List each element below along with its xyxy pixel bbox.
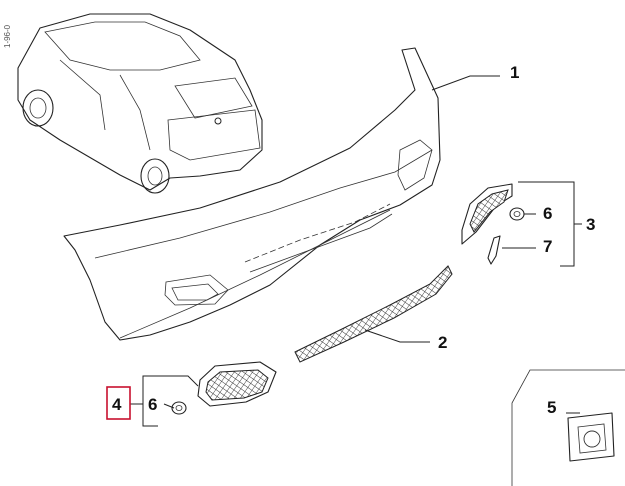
callout-5[interactable]: 5 [547,398,556,417]
retainer-inset-box [511,369,625,486]
clip-part-7[interactable] [487,235,501,265]
callout-7[interactable]: 7 [543,237,552,256]
clip-part-6-upper[interactable] [509,207,525,221]
car-overview-illustration [17,13,263,194]
right-trim-grille[interactable] [461,183,513,245]
callout-2[interactable]: 2 [438,333,447,352]
callout-6-upper[interactable]: 6 [543,204,552,223]
callout-6-lower[interactable]: 6 [148,395,157,414]
callout-1[interactable]: 1 [510,63,519,82]
leader-lines [130,75,582,427]
clip-part-6-lower[interactable] [171,401,187,415]
retainer-part-5[interactable] [567,412,615,462]
selected-callout-box[interactable] [106,386,131,420]
callout-3[interactable]: 3 [586,215,595,234]
lower-mesh-grille[interactable] [294,265,453,363]
callout-4[interactable]: 4 [112,395,122,414]
watermark-text: 1-96-0 [3,24,12,48]
rear-bumper-part[interactable] [63,47,441,341]
side-grille[interactable] [197,361,277,407]
